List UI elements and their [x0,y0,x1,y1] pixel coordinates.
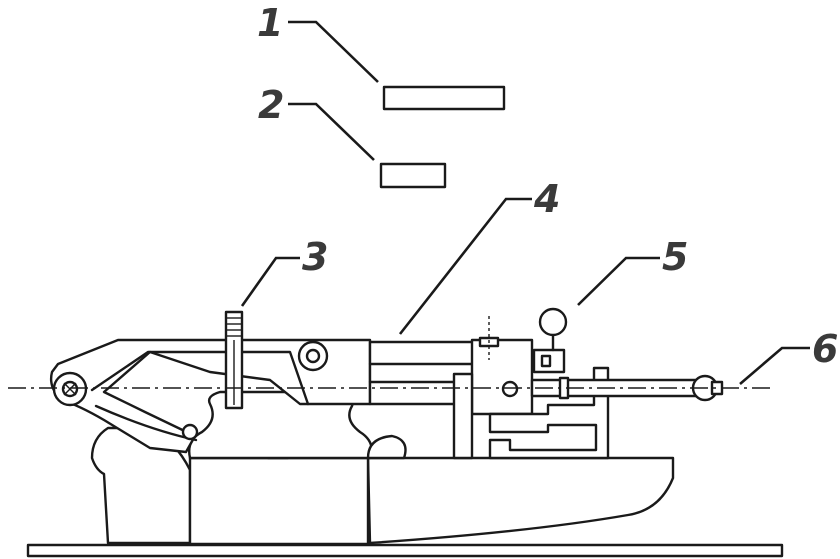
callout-1: 1 [257,1,283,45]
angle-bracket [488,366,610,460]
anvil-right-lobe [366,434,407,460]
callout-3: 3 [302,235,328,279]
carriage-block [470,338,534,416]
clamp-bracket [452,372,474,460]
carriage-screw [501,380,519,398]
leader-2 [288,102,375,161]
callout-2: 2 [258,83,284,127]
short-specimen [379,162,447,189]
lever-inner-web [90,350,310,406]
leader-3 [240,256,300,307]
leader-6 [739,346,810,385]
leader-1 [288,20,379,83]
callout-4: 4 [533,177,560,221]
small-pin [181,423,199,441]
long-specimen [382,85,506,111]
lever-hole-inner [305,348,321,364]
base-plate [26,543,784,558]
ball-knob [538,307,568,337]
callout-6: 6 [812,327,838,371]
pedestal-block [188,456,370,546]
leader-5 [577,256,660,306]
leader-4 [398,197,532,335]
callout-5: 5 [662,235,688,279]
fixture-body-right [366,456,675,545]
